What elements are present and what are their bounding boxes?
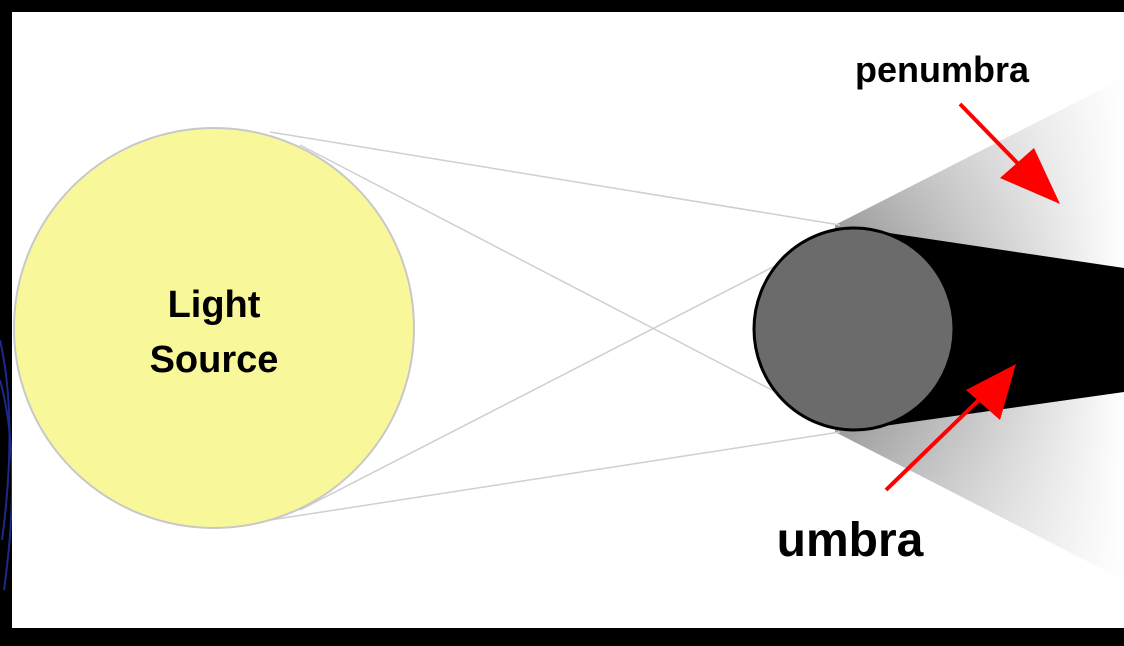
umbra-arrow-shaft — [884, 391, 988, 492]
ray-line-top-outer — [269, 131, 841, 226]
light-source-circle — [13, 127, 415, 529]
penumbra-label: penumbra — [855, 49, 1030, 90]
penumbra-arrow-head — [1000, 148, 1060, 204]
light-source-label-line2: Source — [150, 339, 279, 381]
ray-line-cross-1 — [299, 144, 846, 429]
umbra-label: umbra — [777, 514, 924, 567]
umbra-arrow-head — [966, 364, 1016, 420]
ray-line-bottom-outer — [269, 431, 841, 521]
frame-accent-arc-2 — [0, 379, 14, 591]
light-source-label-line1: Light — [168, 284, 261, 326]
opaque-object — [752, 226, 956, 432]
ray-line-cross-2 — [299, 229, 846, 511]
